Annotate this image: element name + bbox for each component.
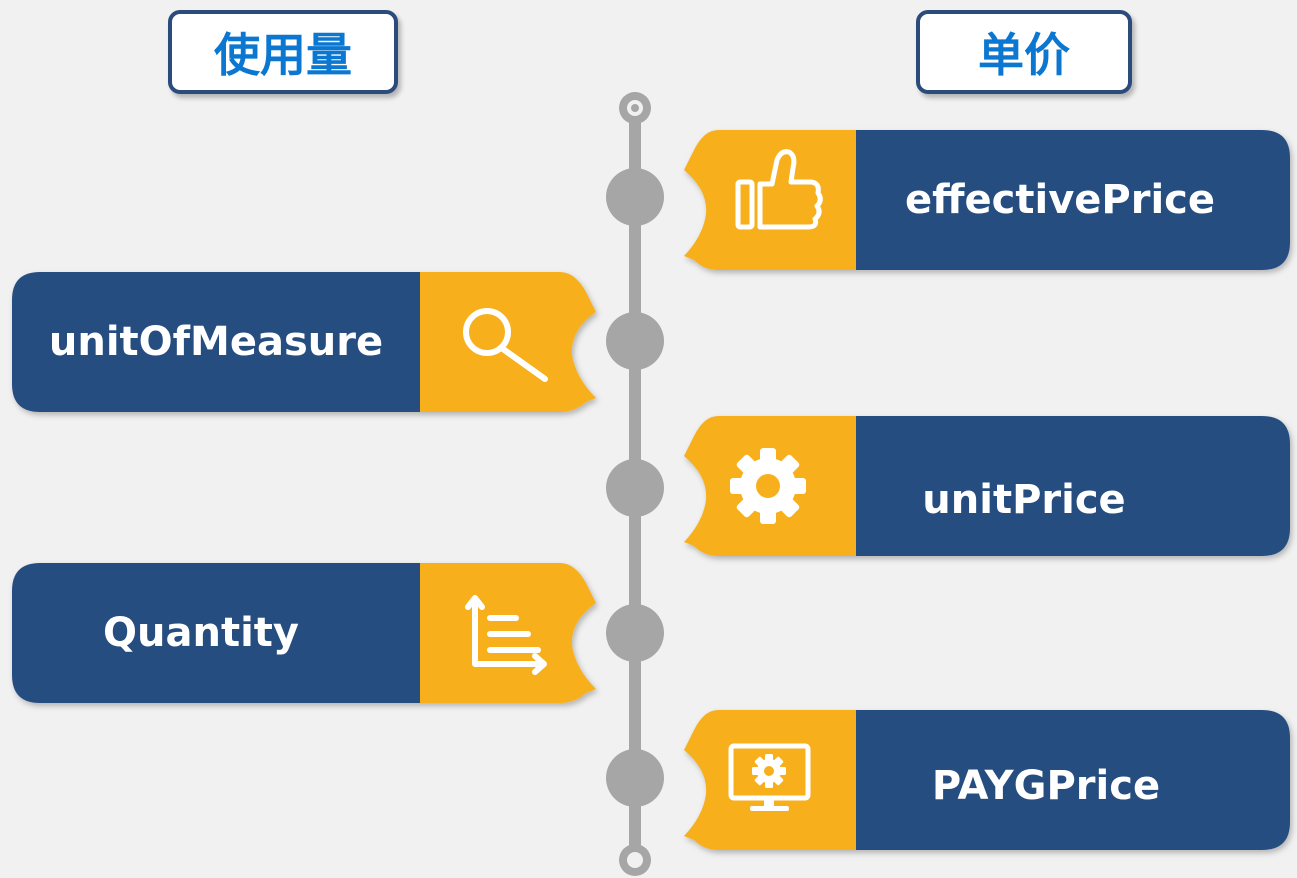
magnifier-icon [463,308,548,382]
label-unitprice: unitPrice [922,477,1126,523]
timeline-node [606,749,664,807]
timeline-node [606,312,664,370]
timeline-node [606,168,664,226]
left-card-quantity [12,563,596,703]
timeline-node [606,459,664,517]
timeline-node [606,604,664,662]
timeline-track [606,92,664,876]
label-paygprice: PAYGPrice [931,763,1161,809]
gear-icon [730,448,806,524]
right-card-effectiveprice [684,130,1290,270]
right-card-paygprice [684,710,1290,850]
right-card-unitprice [684,416,1290,556]
sort-list-icon [465,595,547,675]
unit-price-header: 单价 [916,10,1132,94]
label-quantity: Quantity [103,610,299,656]
label-unitofmeasure: unitOfMeasure [48,319,384,365]
usage-header: 使用量 [168,10,398,94]
left-card-unitofmeasure [12,272,596,412]
monitor-gear-icon [728,743,811,811]
label-effectiveprice: effectivePrice [905,177,1215,223]
thumbs-up-icon [735,149,823,230]
